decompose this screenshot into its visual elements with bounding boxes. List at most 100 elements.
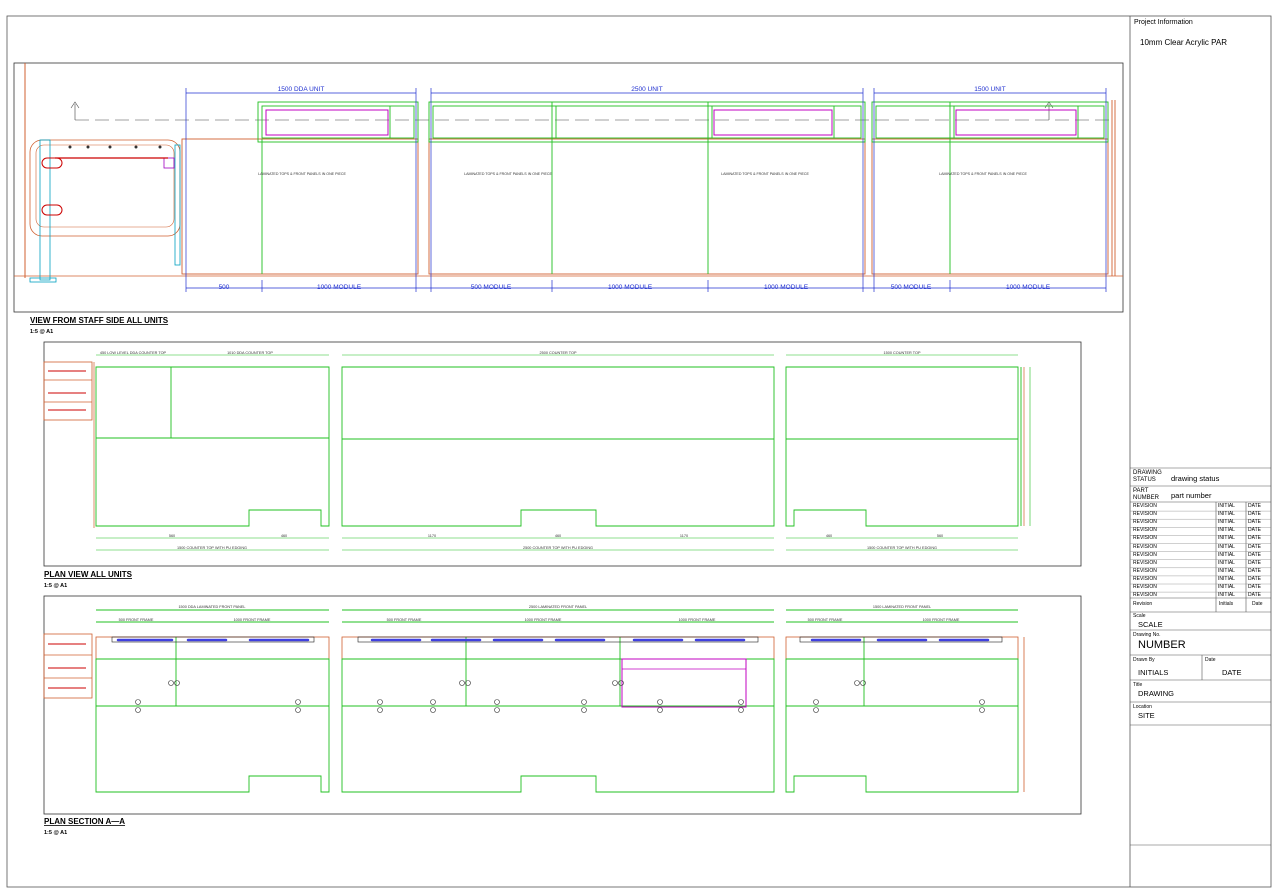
revision-row-initials: INITIAL [1218, 559, 1235, 566]
revision-row-label: REVISION [1133, 584, 1157, 590]
dim-section-top-0: 1500 DDA LAMINATED FRONT PANEL [178, 605, 245, 609]
dim-plan-sub-6: 560 [937, 534, 943, 538]
revision-row-label: REVISION [1133, 551, 1157, 558]
dim-section-frame-3: 1000 FRONT FRAME [525, 618, 562, 622]
revision-row-initials: INITIAL [1218, 511, 1235, 518]
revision-row-label: REVISION [1133, 511, 1157, 518]
dim-section-top-1: 2500 LAMINATED FRONT PANEL [529, 605, 587, 609]
dim-staff-top-1: 2500 UNIT [631, 86, 662, 93]
view-scale-staff: 1:5 @ A1 [30, 329, 53, 335]
dim-plan-top-2: 2500 COUNTER TOP [540, 351, 577, 355]
drawing-no-label: Drawing No. [1133, 632, 1161, 638]
title-label: Title [1133, 682, 1143, 688]
dim-plan-bottom-1: 2500 COUNTER TOP WITH PU EDGING [523, 546, 593, 550]
revision-row-initials: INITIAL [1218, 551, 1235, 558]
revision-row-label: REVISION [1133, 559, 1157, 566]
dim-section-top-2: 1500 LAMINATED FRONT PANEL [873, 605, 931, 609]
drawing-no-value: NUMBER [1138, 639, 1186, 651]
dim-plan-top-0: 450 LOW LEVEL DDA COUNTER TOP [100, 351, 167, 355]
revision-row-initials: INITIAL [1218, 575, 1235, 582]
date-field-label: Date [1205, 657, 1216, 663]
panel-note-3: LAMINATED TOPS & FRONT PANELS IN ONE PIE… [721, 172, 809, 176]
dim-plan-bottom-0: 1500 COUNTER TOP WITH PU EDGING [177, 546, 247, 550]
dim-section-frame-6: 1000 FRONT FRAME [923, 618, 960, 622]
revision-row-label: REVISION [1133, 567, 1157, 574]
view-scale-section: 1:5 @ A1 [44, 830, 67, 836]
dim-section-frame-4: 1000 FRONT FRAME [679, 618, 716, 622]
dim-plan-sub-0: 560 [169, 534, 175, 538]
revision-footer-label: Revision [1133, 601, 1153, 607]
dim-plan-bottom-2: 1500 COUNTER TOP WITH PU EDGING [867, 546, 937, 550]
revision-row-label: REVISION [1133, 503, 1157, 509]
revision-row-label: REVISION [1133, 527, 1157, 534]
revision-row-date: DATE [1248, 592, 1261, 599]
project-name: 10mm Clear Acrylic PAR [1140, 38, 1227, 47]
title-value: DRAWING [1138, 689, 1174, 698]
revision-row-initials: INITIAL [1218, 567, 1235, 574]
view-title-plan: PLAN VIEW ALL UNITS [44, 570, 133, 579]
date-field-value: DATE [1222, 668, 1242, 677]
revision-row-label: REVISION [1133, 535, 1157, 542]
dim-staff-bottom-3: 1000 MODULE [608, 284, 653, 291]
drawing-status-label: DRAWING STATUS [1133, 470, 1162, 483]
dim-staff-top-2: 1500 UNIT [974, 86, 1005, 93]
dim-plan-top-3: 1500 COUNTER TOP [884, 351, 921, 355]
scale-value: SCALE [1138, 620, 1163, 629]
revision-row-initials: INITIAL [1218, 543, 1235, 550]
revision-row-date: DATE [1248, 551, 1261, 558]
view-section: 1500 DDA LAMINATED FRONT PANEL 2500 LAMI… [43, 595, 1082, 836]
revision-row-date: DATE [1248, 527, 1261, 534]
date-footer-label: Date [1252, 601, 1263, 607]
revision-row-date: DATE [1248, 559, 1261, 566]
revision-row-date: DATE [1248, 567, 1261, 574]
revision-row-initials: INITIAL [1218, 535, 1235, 542]
dim-plan-top-1: 1010 DDA COUNTER TOP [227, 351, 273, 355]
dim-staff-bottom-5: 500 MODULE [891, 284, 932, 291]
initials-footer-label: Initials [1219, 601, 1234, 607]
view-title-staff: VIEW FROM STAFF SIDE ALL UNITS [30, 316, 169, 325]
revision-row-label: REVISION [1133, 592, 1157, 599]
part-number-label: PART NUMBER [1133, 488, 1160, 501]
revision-row-date: DATE [1248, 535, 1261, 542]
drawing-status-value: drawing status [1171, 474, 1220, 483]
dim-plan-sub-2: 1170 [428, 534, 436, 538]
revision-row-initials: INITIAL [1218, 503, 1235, 509]
dim-section-frame-2: 500 FRONT FRAME [387, 618, 422, 622]
panel-note-4: LAMINATED TOPS & FRONT PANELS IN ONE PIE… [939, 172, 1027, 176]
revision-row-initials: INITIAL [1218, 519, 1235, 526]
part-number-value: part number [1171, 491, 1212, 500]
drawn-by-label: Drawn By [1133, 657, 1155, 663]
dim-plan-sub-5: 460 [826, 534, 832, 538]
revision-row-date: DATE [1248, 543, 1261, 550]
dim-staff-bottom-2: 500 MODULE [471, 284, 512, 291]
revision-row-label: REVISION [1133, 543, 1157, 550]
project-info-label: Project Information [1134, 19, 1193, 26]
view-staff-side: 1500 DDA UNIT 2500 UNIT 1500 UNIT 500 10… [13, 62, 1124, 335]
dim-section-frame-0: 500 FRONT FRAME [119, 618, 154, 622]
location-value: SITE [1138, 711, 1155, 720]
revision-row-date: DATE [1248, 519, 1261, 526]
panel-note-2: LAMINATED TOPS & FRONT PANELS IN ONE PIE… [464, 172, 552, 176]
revision-row-initials: INITIAL [1218, 584, 1235, 590]
location-label: Location [1133, 704, 1152, 710]
revision-row-initials: INITIAL [1218, 527, 1235, 534]
revision-row-initials: INITIAL [1218, 592, 1235, 599]
dim-section-frame-1: 1000 FRONT FRAME [234, 618, 271, 622]
revision-row-date: DATE [1248, 575, 1261, 582]
revision-row-date: DATE [1248, 584, 1261, 590]
dim-plan-sub-4: 1170 [680, 534, 688, 538]
drawn-by-value: INITIALS [1138, 668, 1169, 677]
revision-row-label: REVISION [1133, 575, 1157, 582]
dim-plan-sub-1: 460 [281, 534, 287, 538]
revision-row-label: REVISION [1133, 519, 1157, 526]
dim-staff-bottom-1: 1000 MODULE [317, 284, 362, 291]
dim-staff-top-0: 1500 DDA UNIT [278, 86, 325, 93]
dim-section-frame-5: 500 FRONT FRAME [808, 618, 843, 622]
panel-note-1: LAMINATED TOPS & FRONT PANELS IN ONE PIE… [258, 172, 346, 176]
title-block-grid [1130, 467, 1271, 846]
scale-label: Scale [1133, 613, 1146, 619]
revision-row-date: DATE [1248, 503, 1261, 509]
view-title-section: PLAN SECTION A—A [44, 817, 125, 826]
dim-staff-bottom-4: 1000 MODULE [764, 284, 809, 291]
